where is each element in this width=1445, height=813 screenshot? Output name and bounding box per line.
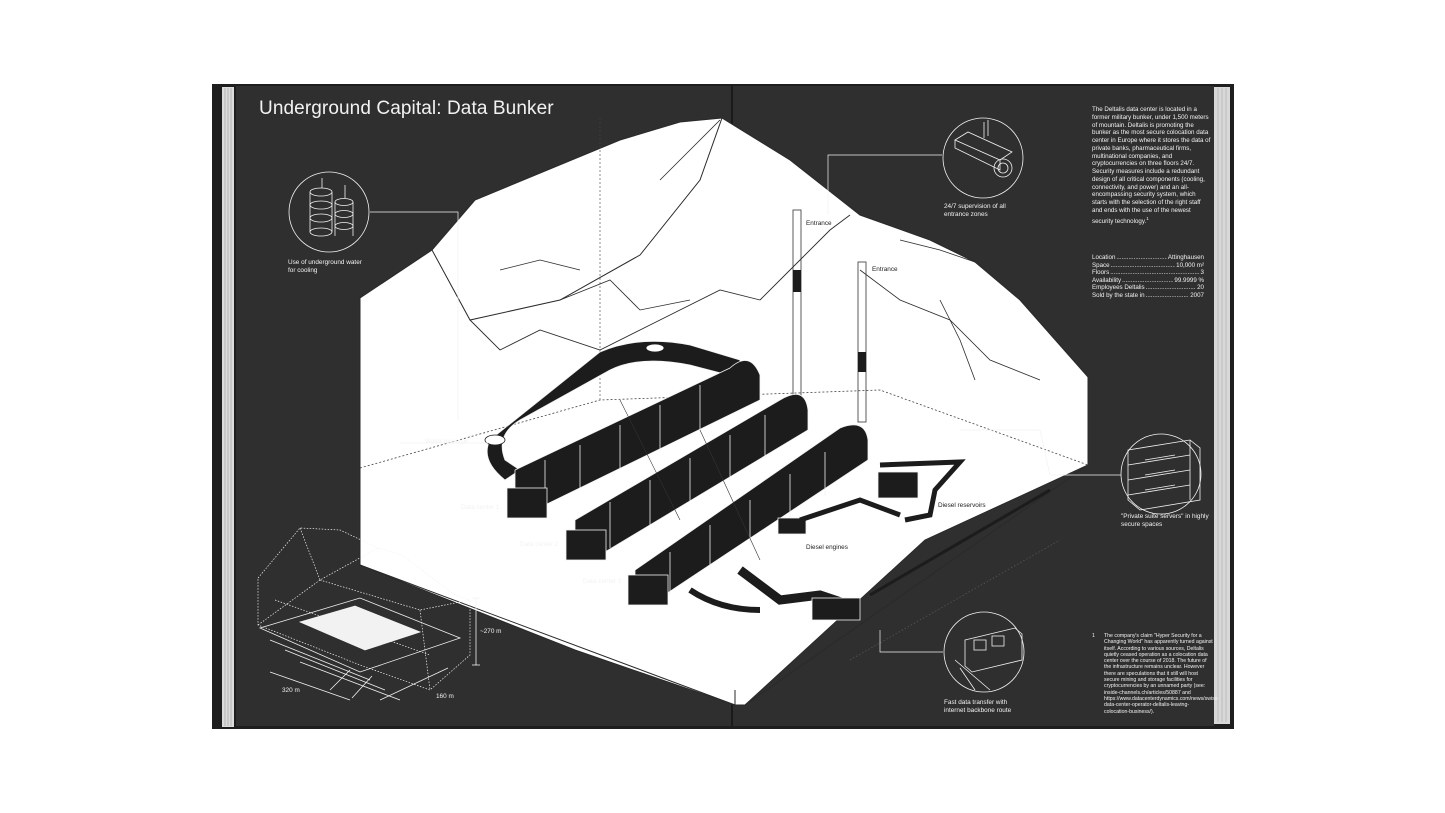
backbone-route <box>869 488 1051 597</box>
tunnel-system <box>484 340 966 621</box>
caption-data-transfer: Fast data transfer with internet backbon… <box>944 699 1012 714</box>
spec-label: Floors <box>1092 269 1110 277</box>
spec-value: 10,000 m² <box>1176 261 1204 269</box>
spec-row: Employees Deltalis 20 <box>1092 284 1204 292</box>
dimension-width: 160 m <box>436 693 454 700</box>
spec-row: Sold by the state in 2007 <box>1092 292 1204 300</box>
spec-value: Attinghausen <box>1167 254 1204 261</box>
callout-data-transfer <box>943 611 1025 693</box>
label-data-center-3: Data center 3 <box>583 578 622 585</box>
dimension-height: ~270 m <box>480 628 502 635</box>
callout-private-suite <box>1120 433 1202 515</box>
spec-value: 2007 <box>1190 291 1204 299</box>
spec-row: Location Attinghausen <box>1092 254 1204 262</box>
callout-water-cooling <box>288 171 370 253</box>
spec-value: 3 <box>1200 269 1204 277</box>
label-water-reservoir: Water reservoir <box>425 438 469 445</box>
specs-table: Location Attinghausen Space 10,000 m² Floo… <box>1092 254 1204 300</box>
label-entrance-1: Entrance <box>806 220 832 227</box>
intro-paragraph: The Deltalis data center is located in a… <box>1092 106 1211 225</box>
spec-label: Availability <box>1092 276 1122 284</box>
footnote: 1 The company's claim "Hyper Security fo… <box>1092 633 1220 715</box>
page-title: Underground Capital: Data Bunker <box>259 98 554 119</box>
callout-supervision <box>942 117 1024 199</box>
leader-lines <box>370 155 1121 652</box>
dimension-floorplan <box>258 597 480 701</box>
spec-label: Space <box>1092 261 1110 269</box>
intro-footnote-mark: 1 <box>1146 215 1149 221</box>
label-diesel-reservoirs: Diesel reservoirs <box>938 502 986 509</box>
spec-row: Availability 99.9999 % <box>1092 277 1204 285</box>
caption-supervision: 24/7 supervision of all entrance zones <box>944 203 1006 218</box>
spec-label: Employees Deltalis <box>1092 284 1145 292</box>
label-data-center-2: Data center 2 <box>520 541 559 548</box>
intro-text: The Deltalis data center is located in a… <box>1092 106 1212 225</box>
footnote-text: The company's claim "Hyper Security for … <box>1104 633 1220 715</box>
label-entrance-2: Entrance <box>872 266 898 273</box>
footnote-number: 1 <box>1092 633 1095 639</box>
label-data-center-1: Data center 1 <box>461 504 500 511</box>
label-diesel-engines: Diesel engines <box>806 544 848 551</box>
spec-label: Sold by the state in <box>1092 291 1145 299</box>
caption-private-suite: "Private suite servers" in highly secure… <box>1121 513 1209 528</box>
spec-value: 99.9999 % <box>1174 276 1204 284</box>
spec-row: Space 10,000 m² <box>1092 262 1204 270</box>
dimension-length: 320 m <box>282 687 300 694</box>
spec-label: Location <box>1092 254 1116 261</box>
spec-row: Floors 3 <box>1092 269 1204 277</box>
caption-water-cooling: Use of underground water for cooling <box>288 259 362 274</box>
spec-value: 20 <box>1197 284 1204 292</box>
